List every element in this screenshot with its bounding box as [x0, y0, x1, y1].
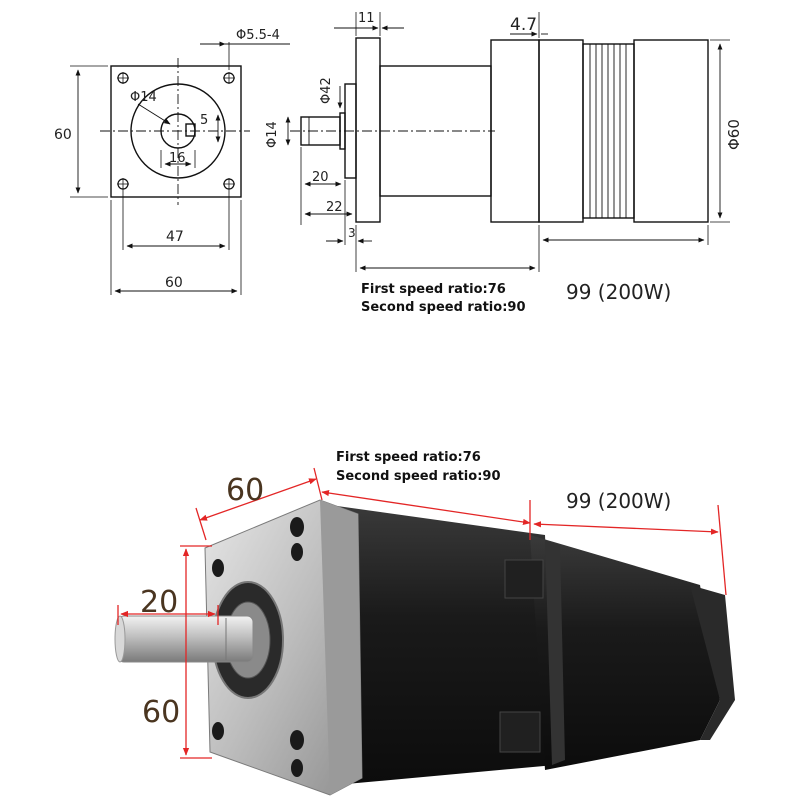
side-motor-rear — [633, 39, 709, 223]
dim-leader-pilot — [137, 103, 171, 125]
side-view-labels: 11 4.7 Φ42 Φ14 Φ60 20 22 3 First speed r… — [265, 11, 743, 315]
label-pilot-diameter: Φ14 — [130, 90, 157, 105]
photo-motor-rib — [545, 540, 565, 765]
photo-gear-bracket-top — [504, 559, 544, 599]
photo-labels: 60 20 60 First speed ratio:76 Second spe… — [140, 450, 671, 730]
photo-flange-holes — [212, 517, 304, 777]
photo-gearbox-body — [330, 505, 555, 785]
label-shaft-diameter: Φ14 — [265, 121, 280, 148]
photo-motor-body — [530, 535, 720, 770]
photo-label-flange-width: 60 — [226, 473, 264, 508]
photo-dim-ratio-length — [321, 489, 531, 526]
label-shaft-length: 20 — [312, 170, 329, 185]
label-body-diameter: Φ60 — [725, 119, 743, 150]
photo-label-motor-length: 99 (200W) — [566, 489, 671, 513]
photo-dim-motor-length — [533, 521, 719, 535]
front-view-labels: Φ5.5-4 Φ14 5 16 60 47 60 — [54, 28, 280, 291]
side-motor-ring — [538, 39, 584, 223]
label-offset: 4.7 — [510, 15, 537, 35]
label-overall-width: 60 — [165, 275, 183, 291]
label-keyway-depth: 5 — [200, 113, 208, 128]
front-center-lines — [100, 58, 250, 205]
label-side-height: 60 — [54, 127, 72, 143]
label-bolt-spacing: 47 — [166, 229, 184, 245]
label-shaft-total: 22 — [326, 200, 343, 215]
label-shoulder: 3 — [348, 226, 356, 240]
label-hole-spec: Φ5.5-4 — [236, 28, 280, 43]
photo-flange-edge — [320, 500, 362, 795]
label-flange-thickness: 11 — [358, 11, 375, 26]
side-flange — [355, 37, 381, 223]
front-view — [70, 41, 290, 295]
motor-photo: 60 20 60 First speed ratio:76 Second spe… — [114, 450, 735, 796]
label-boss-diameter: Φ42 — [319, 77, 334, 104]
side-motor-front — [490, 39, 540, 223]
photo-note-second-ratio: Second speed ratio:90 — [336, 469, 501, 484]
photo-dim-flange-width — [199, 478, 317, 521]
photo-label-shaft-length: 20 — [140, 585, 178, 620]
front-key — [185, 123, 196, 137]
note-second-ratio: Second speed ratio:90 — [361, 300, 526, 315]
photo-motor-endcap — [690, 585, 735, 740]
label-motor-length: 99 (200W) — [566, 280, 671, 304]
side-fin-lines — [589, 44, 627, 218]
note-first-ratio: First speed ratio:76 — [361, 282, 506, 297]
photo-dimensions — [117, 467, 727, 759]
label-keyway-width: 16 — [169, 151, 186, 166]
photo-note-first-ratio: First speed ratio:76 — [336, 450, 481, 465]
front-mount-holes — [117, 72, 235, 190]
photo-shaft-end — [114, 615, 126, 663]
side-view — [285, 12, 730, 272]
front-flange-square — [110, 65, 242, 198]
photo-label-flange-height: 60 — [142, 695, 180, 730]
photo-gear-bracket-bottom — [499, 711, 541, 753]
